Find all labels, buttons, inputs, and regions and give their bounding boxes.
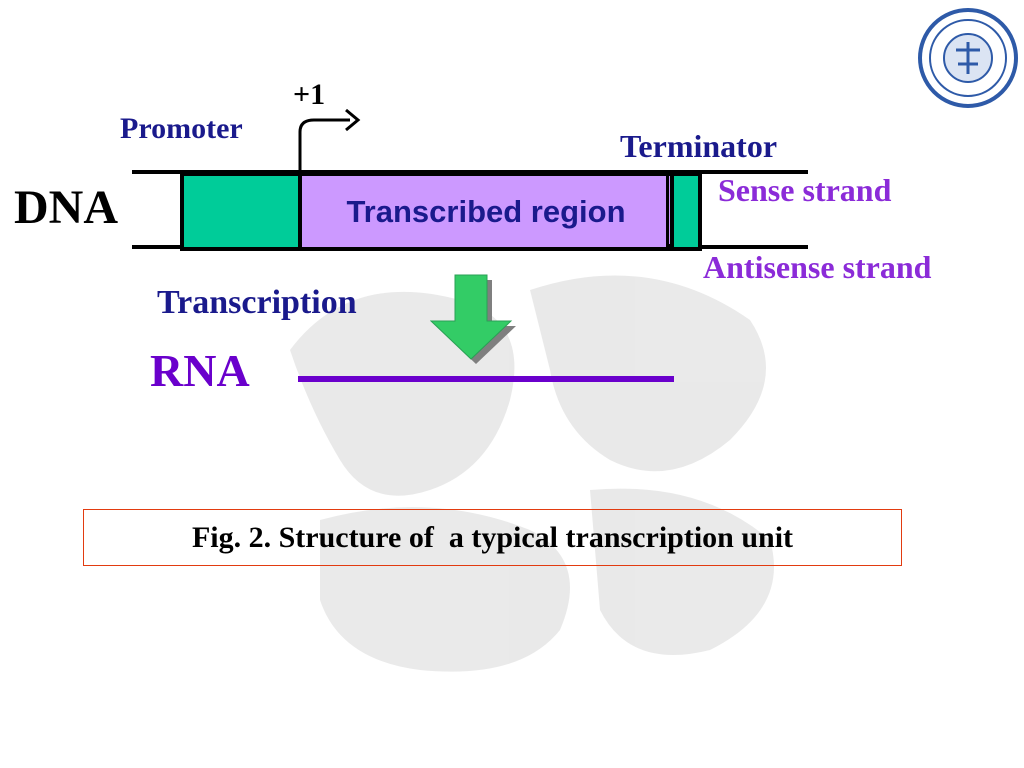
antisense-strand-label: Antisense strand [703, 249, 932, 285]
transcribed-region: Transcribed region [298, 172, 674, 251]
terminator-region [670, 172, 702, 251]
dna-label: DNA [14, 181, 118, 234]
rna-label: RNA [150, 345, 250, 396]
figure-caption: Fig. 2. Structure of a typical transcrip… [83, 509, 902, 566]
sense-strand-label: Sense strand [718, 172, 892, 208]
transcription-label: Transcription [157, 284, 357, 321]
transcription-start-arrow-icon [298, 108, 361, 174]
university-seal-logo [918, 8, 1018, 108]
promoter-region [180, 172, 305, 251]
start-site-label: +1 [293, 78, 326, 111]
down-arrow-icon [430, 274, 516, 364]
rna-strand-line [298, 376, 674, 382]
calligraphy-watermark [290, 275, 774, 672]
terminator-label: Terminator [620, 128, 778, 164]
promoter-label: Promoter [120, 112, 243, 145]
